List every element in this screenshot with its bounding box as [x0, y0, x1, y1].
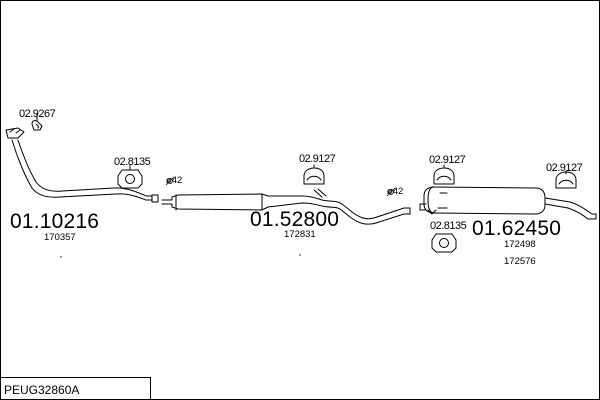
vehicle-code: PEUG32860A — [4, 383, 80, 397]
reference-dots — [60, 254, 301, 258]
part-number-middle-silencer: 01.52800 — [250, 208, 340, 231]
middle-silencer — [161, 188, 411, 225]
accessory-hanger-rear-2: 02.9127 — [546, 162, 583, 174]
vehicle-code-box — [0, 377, 151, 399]
accessory-hanger-middle: 02.9127 — [299, 153, 336, 165]
rear-silencer — [419, 186, 597, 220]
diameter-label-1: ⌀42 — [166, 175, 183, 186]
ref-front-pipe: 170357 — [44, 232, 76, 243]
rubber-mount-rear — [431, 233, 457, 253]
front-pipe — [5, 127, 159, 203]
hanger-rear-2 — [555, 171, 577, 189]
diameter-label-2: ⌀42 — [387, 186, 404, 197]
part-number-rear-silencer: 01.62450 — [472, 217, 562, 240]
clamp-front — [31, 120, 43, 131]
accessory-rubber-rear: 02.8135 — [430, 220, 467, 232]
accessory-hanger-rear-1: 02.9127 — [429, 154, 466, 166]
ref-rear-silencer-2: 172576 — [504, 256, 536, 267]
part-number-front-pipe: 01.10216 — [10, 210, 100, 233]
rubber-mount-1 — [117, 169, 143, 189]
accessory-rubber-1: 02.8135 — [114, 156, 151, 168]
hanger-middle — [303, 167, 325, 185]
ref-rear-silencer-1: 172498 — [504, 239, 536, 250]
hanger-rear-1 — [433, 167, 455, 185]
ref-middle-silencer: 172831 — [284, 229, 316, 240]
diameter-symbols — [165, 176, 396, 197]
accessory-clamp-front: 02.9267 — [19, 108, 56, 120]
